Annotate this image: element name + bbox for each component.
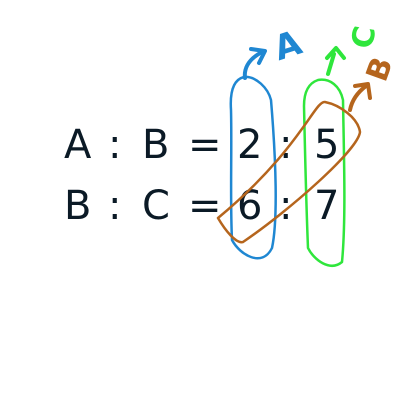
row1-equals: = (188, 122, 222, 168)
row2-term-a: B (64, 183, 91, 229)
green-loop-outline (302, 78, 346, 267)
equation-row-1: A : B = 2 : 5 (64, 122, 339, 168)
green-label: C (345, 24, 383, 52)
equation-row-2: B : C = 6 : 7 (64, 183, 339, 229)
blue-arrow-shaft (242, 50, 264, 80)
row1-colon-1: : (108, 122, 121, 168)
blue-loop-outline (229, 75, 277, 260)
brown-loop-outline (216, 100, 362, 244)
row1-term-b: B (142, 122, 169, 168)
blue-arrow-head (249, 47, 267, 65)
brown-label: B (360, 53, 400, 86)
row1-colon-2: : (279, 122, 292, 168)
row1-number-1: 2 (237, 122, 262, 168)
row2-equals: = (188, 183, 222, 229)
row2-term-b: C (142, 183, 170, 229)
blue-label: A (269, 23, 307, 69)
row2-colon-1: : (108, 183, 121, 229)
brown-arrow-shaft (348, 84, 368, 112)
green-arrow-shaft (326, 52, 336, 76)
row1-number-2: 5 (314, 122, 339, 168)
row2-colon-2: : (279, 183, 292, 229)
row1-term-a: A (64, 122, 92, 168)
row2-number-2: 7 (314, 183, 339, 229)
brown-arrow-head (353, 82, 372, 100)
green-arrow-head (325, 46, 346, 60)
